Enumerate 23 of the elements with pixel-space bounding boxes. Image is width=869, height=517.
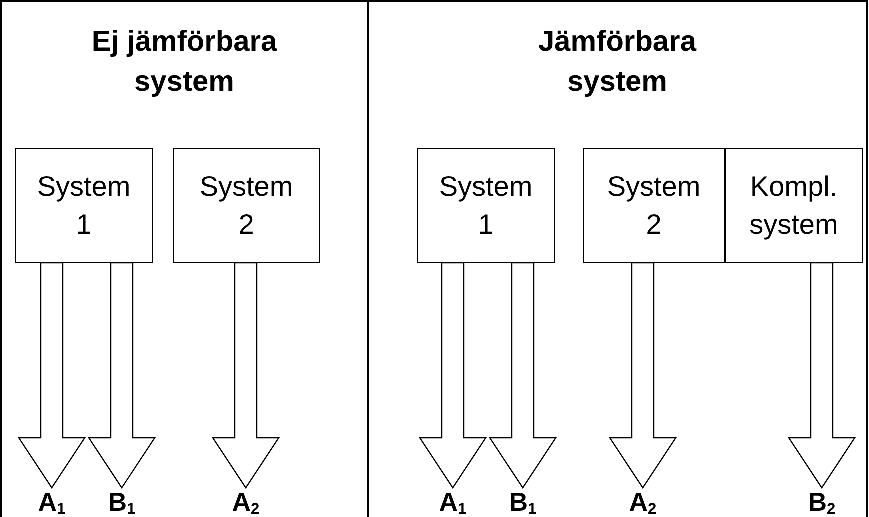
output-label: A$_{1}$ <box>439 489 467 516</box>
output-label: B$_{1}$ <box>509 489 537 516</box>
output-label: A$_{1}$ <box>38 489 66 516</box>
output-label: A$_{2}$ <box>629 489 657 516</box>
panel <box>369 0 868 517</box>
block-arrow <box>88 262 156 490</box>
output-label: B$_{1}$ <box>108 489 136 516</box>
block-arrow <box>18 262 86 490</box>
block-arrow <box>788 262 856 490</box>
block-arrow <box>608 262 678 490</box>
output-label: A$_{2}$ <box>232 489 260 516</box>
panel-heading: Ej jämförbara system <box>90 25 278 100</box>
block-arrow <box>488 262 558 490</box>
block-arrow <box>212 262 280 490</box>
system-box: System 2 <box>583 148 725 263</box>
system-box: Kompl. system <box>725 148 863 263</box>
panel-heading: Jämförbara system <box>538 25 698 100</box>
output-label: B$_{2}$ <box>808 489 836 516</box>
system-box: System 1 <box>15 148 153 263</box>
system-box: System 2 <box>173 148 320 263</box>
system-box: System 1 <box>417 148 555 263</box>
panel <box>0 0 369 517</box>
block-arrow <box>418 262 488 490</box>
